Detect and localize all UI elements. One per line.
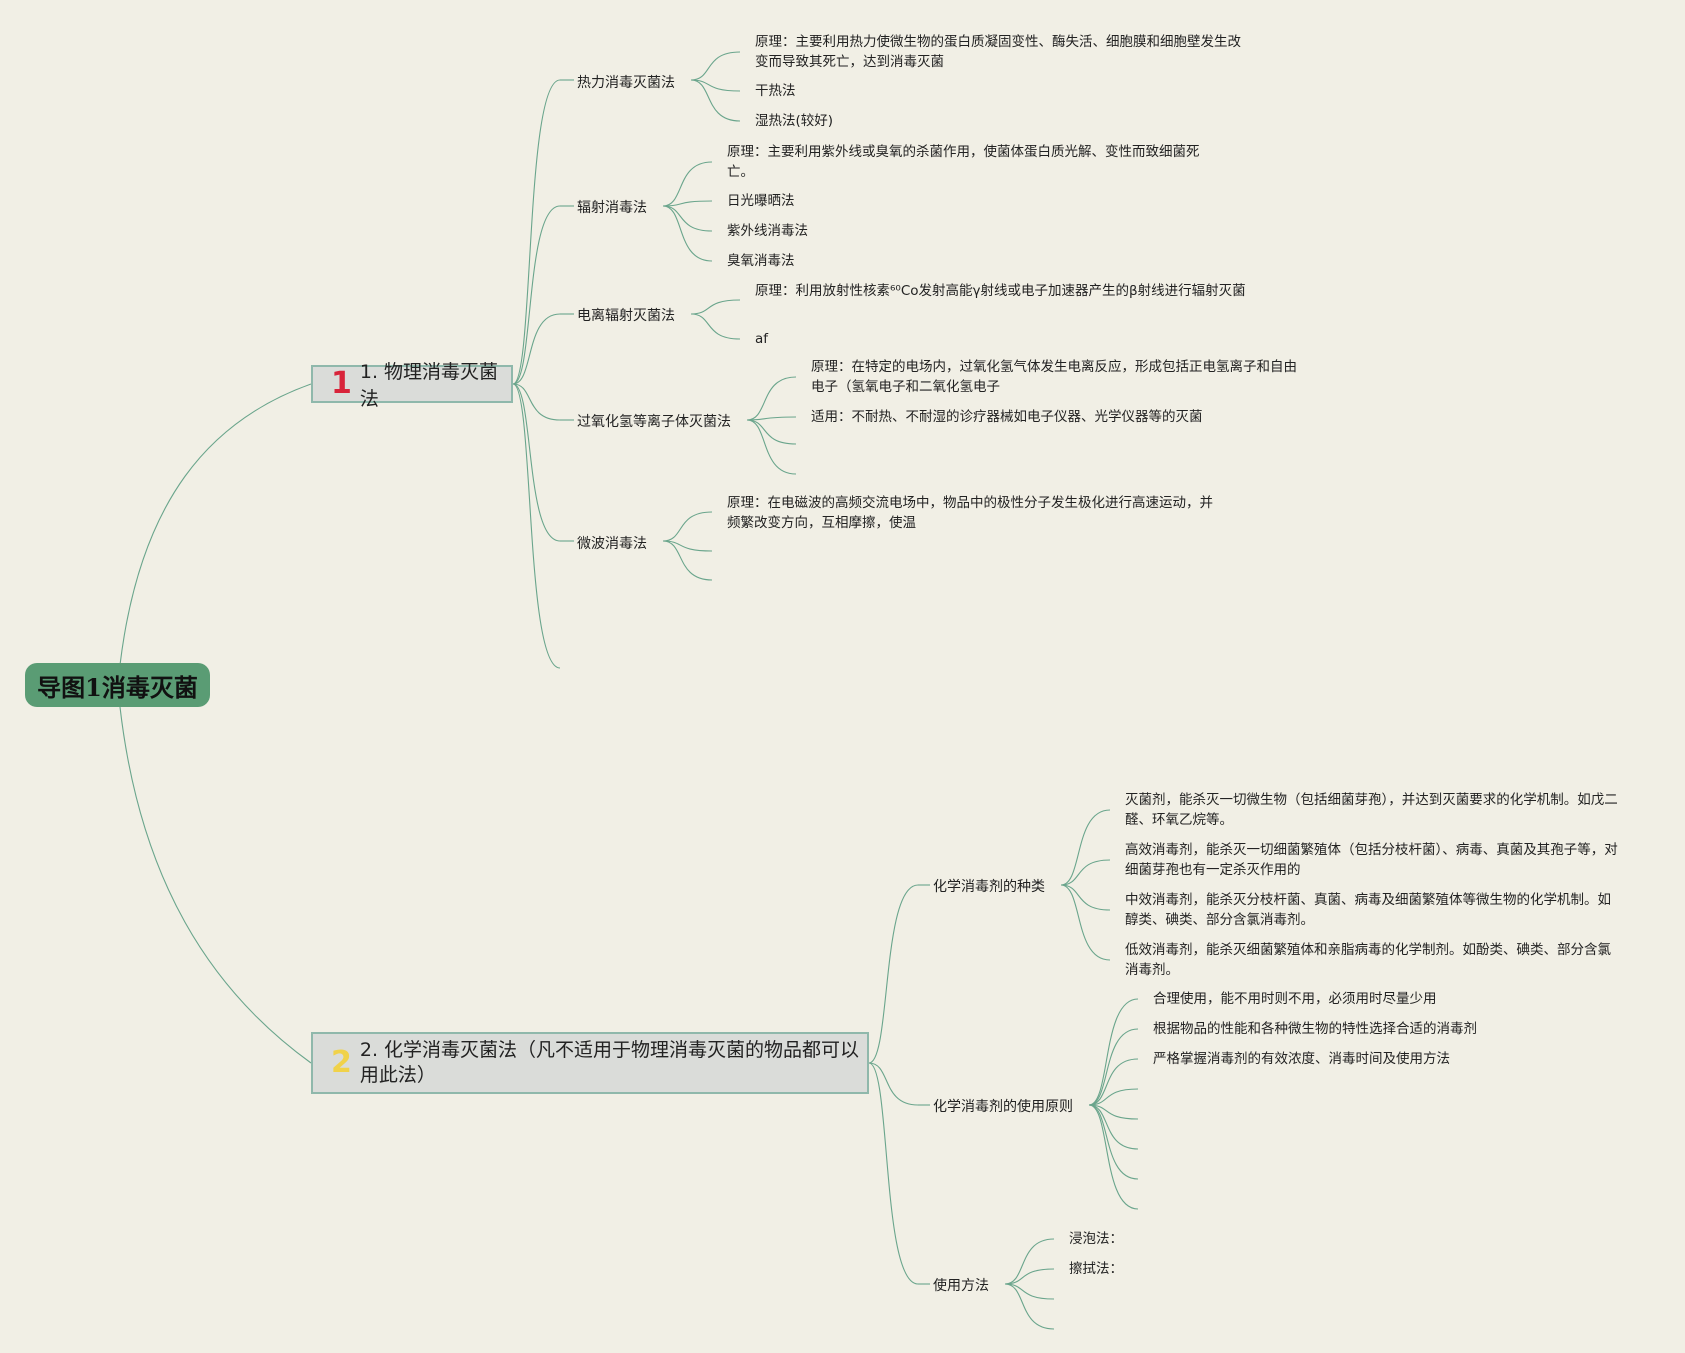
leaf-radiation-principle[interactable]: 原理：主要利用紫外线或臭氧的杀菌作用，使菌体蛋白质光解、变性而致细菌死亡。 <box>727 144 1200 180</box>
connector-microwave-leaf <box>662 540 713 552</box>
leaf-ultraviolet[interactable]: 紫外线消毒法 <box>727 223 808 239</box>
connector-methods-leaf <box>1004 1283 1055 1330</box>
leaf-low-level[interactable]: 低效消毒剂，能杀灭细菌繁殖体和亲脂病毒的化学制剂。如酚类、碘类、部分含氯消毒剂。 <box>1125 942 1611 978</box>
connector-branch1-subtopic <box>512 383 561 669</box>
connector-branch1-subtopic <box>512 383 561 421</box>
subtopic-usage-principles[interactable]: 化学消毒剂的使用原则 <box>933 1099 1073 1115</box>
subtopic-microwave[interactable]: 微波消毒法 <box>577 536 647 552</box>
leaf-immersion[interactable]: 浸泡法： <box>1069 1231 1123 1247</box>
connector-types-leaf <box>1060 884 1111 961</box>
connector-types-leaf <box>1060 884 1111 911</box>
leaf-ozone[interactable]: 臭氧消毒法 <box>727 253 795 269</box>
connector-branch2-subtopic <box>868 884 919 1064</box>
connector-plasma-leaf <box>746 419 797 475</box>
leaf-dry-heat[interactable]: 干热法 <box>755 83 796 99</box>
leaf-high-level[interactable]: 高效消毒剂，能杀灭一切细菌繁殖体（包括分枝杆菌）、病毒、真菌及其孢子等，对细菌芽… <box>1125 842 1618 878</box>
connector-radiation-leaf <box>662 200 713 207</box>
connector-principles-leaf <box>1088 1104 1139 1180</box>
connector-heat-leaf <box>690 79 741 122</box>
subtopic-heat[interactable]: 热力消毒灭菌法 <box>577 75 675 91</box>
leaf-wiping[interactable]: 擦拭法： <box>1069 1261 1123 1277</box>
branch-physical-sterilization[interactable]: 1 1. 物理消毒灭菌法 <box>311 361 513 410</box>
connector-root-branch1 <box>119 383 312 666</box>
connector-branch1-subtopic <box>512 313 561 385</box>
connector-branch1-subtopic <box>512 383 561 542</box>
subtopic-disinfectant-types[interactable]: 化学消毒剂的种类 <box>933 879 1045 895</box>
connector-principles-leaf <box>1088 1058 1139 1106</box>
leaf-sunlight[interactable]: 日光曝晒法 <box>727 193 795 209</box>
subtopic-ionizing[interactable]: 电离辐射灭菌法 <box>577 308 675 324</box>
connector-branch1-subtopic <box>512 79 561 385</box>
connector-radiation-leaf <box>662 161 713 207</box>
connector-branch2-subtopic <box>868 1062 919 1106</box>
leaf-principle-choose[interactable]: 根据物品的性能和各种微生物的特性选择合适的消毒剂 <box>1153 1021 1477 1037</box>
connector-heat-leaf <box>690 51 741 81</box>
connector-plasma-leaf <box>746 419 797 445</box>
connector-principles-leaf <box>1088 1028 1139 1106</box>
connector-methods-leaf <box>1004 1283 1055 1300</box>
connector-principles-leaf <box>1088 1104 1139 1120</box>
connector-microwave-leaf <box>662 511 713 542</box>
branch-number-badge: 1 <box>331 366 352 401</box>
connector-principles-leaf <box>1088 1104 1139 1210</box>
branch-title: 2. 化学消毒灭菌法（凡不适用于物理消毒灭菌的物品都可以用此法） <box>359 1039 860 1086</box>
connector-ionizing-leaf <box>690 313 741 340</box>
root-topic[interactable]: 导图1消毒灭菌 <box>25 663 210 707</box>
connector-heat-leaf <box>690 79 741 92</box>
connector-microwave-leaf <box>662 540 713 581</box>
connector-radiation-leaf <box>662 205 713 262</box>
connector-plasma-leaf <box>746 376 797 421</box>
subtopic-radiation[interactable]: 辐射消毒法 <box>577 200 647 216</box>
leaf-heat-principle[interactable]: 原理：主要利用热力使微生物的蛋白质凝固变性、酶失活、细胞膜和细胞壁发生改变而导致… <box>755 34 1241 70</box>
subtopic-usage-methods[interactable]: 使用方法 <box>933 1278 989 1294</box>
leaf-ionizing-principle[interactable]: 原理：利用放射性核素⁶⁰Co发射高能γ射线或电子加速器产生的β射线进行辐射灭菌 <box>755 283 1246 299</box>
leaf-moist-heat[interactable]: 湿热法(较好) <box>755 113 834 129</box>
connector-methods-leaf <box>1004 1268 1055 1285</box>
leaf-sterilant[interactable]: 灭菌剂，能杀灭一切微生物（包括细菌芽孢），并达到灭菌要求的化学机制。如戊二醛、环… <box>1125 792 1618 828</box>
connector-principles-leaf <box>1088 1088 1139 1106</box>
connector-plasma-leaf <box>746 416 797 421</box>
connector-branch2-subtopic <box>868 1062 919 1285</box>
connector-root-branch2 <box>119 706 312 1064</box>
branch-chemical-sterilization[interactable]: 2 2. 化学消毒灭菌法（凡不适用于物理消毒灭菌的物品都可以用此法） <box>311 1032 869 1094</box>
connector-radiation-leaf <box>662 205 713 232</box>
subtopic-plasma[interactable]: 过氧化氢等离子体灭菌法 <box>577 414 731 430</box>
branch-title: 1. 物理消毒灭菌法 <box>359 361 499 410</box>
connector-types-leaf <box>1060 859 1111 886</box>
leaf-microwave-principle[interactable]: 原理：在电磁波的高频交流电场中，物品中的极性分子发生极化进行高速运动，并频繁改变… <box>727 495 1213 531</box>
connector-principles-leaf <box>1088 1104 1139 1150</box>
connector-methods-leaf <box>1004 1238 1055 1285</box>
connector-ionizing-leaf <box>690 299 741 315</box>
leaf-principle-concentration[interactable]: 严格掌握消毒剂的有效浓度、消毒时间及使用方法 <box>1153 1051 1450 1067</box>
leaf-mid-level[interactable]: 中效消毒剂，能杀灭分枝杆菌、真菌、病毒及细菌繁殖体等微生物的化学机制。如醇类、碘… <box>1125 892 1611 928</box>
leaf-plasma-principle[interactable]: 原理：在特定的电场内，过氧化氢气体发生电离反应，形成包括正电氢离子和自由电子（氢… <box>811 359 1297 395</box>
leaf-principle-rational-use[interactable]: 合理使用，能不用时则不用，必须用时尽量少用 <box>1153 991 1437 1007</box>
connector-branch1-subtopic <box>512 205 561 385</box>
connector-principles-leaf <box>1088 998 1139 1106</box>
connector-types-leaf <box>1060 809 1111 886</box>
leaf-af[interactable]: af <box>755 331 769 347</box>
branch-number-badge: 2 <box>331 1045 352 1080</box>
leaf-plasma-usage[interactable]: 适用：不耐热、不耐湿的诊疗器械如电子仪器、光学仪器等的灭菌 <box>811 409 1203 425</box>
